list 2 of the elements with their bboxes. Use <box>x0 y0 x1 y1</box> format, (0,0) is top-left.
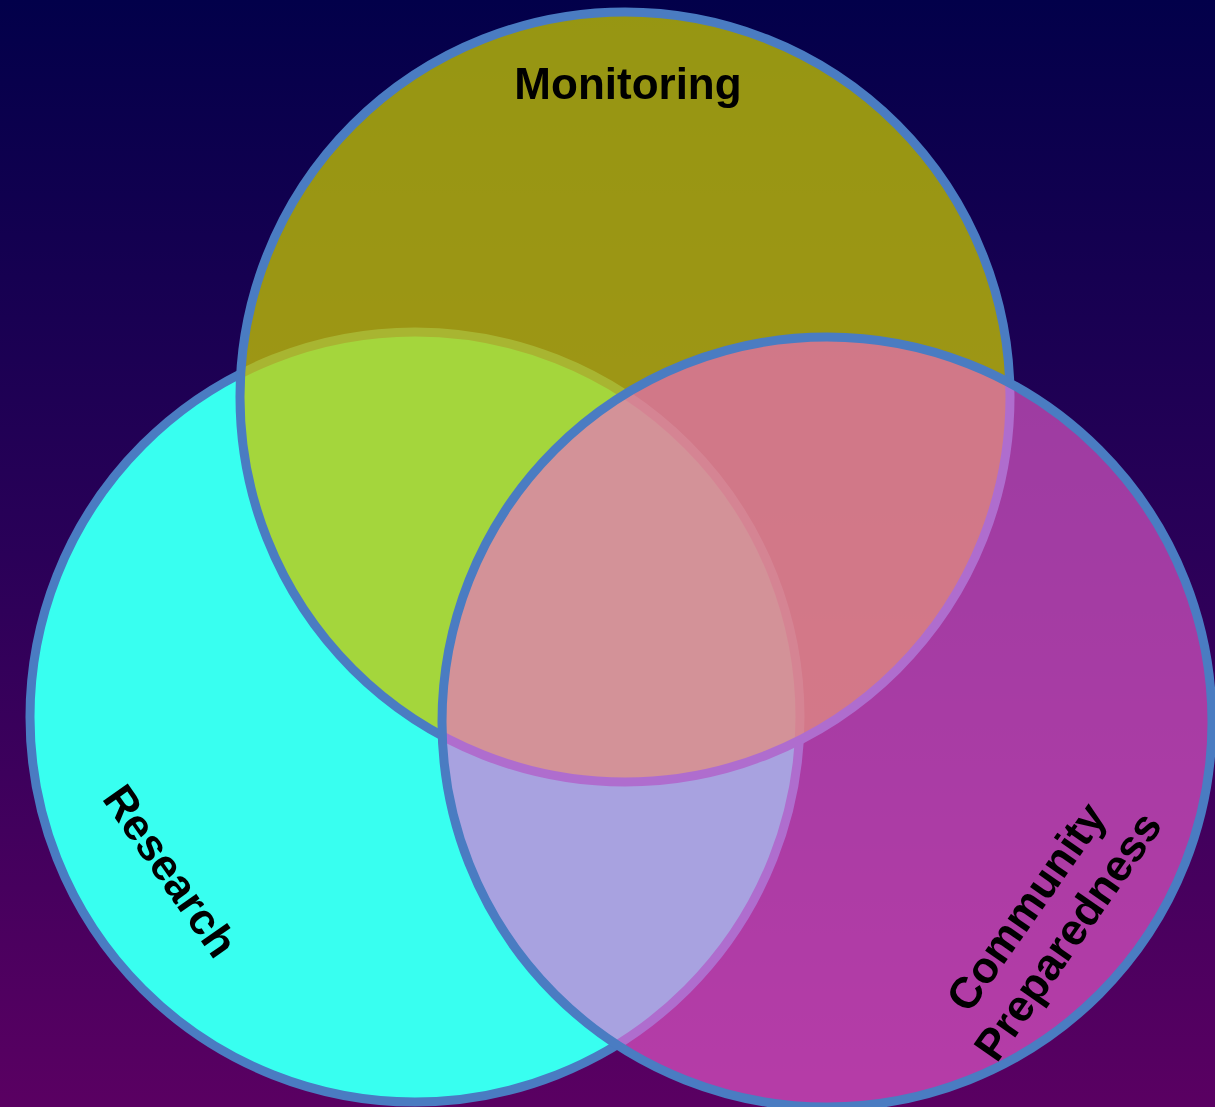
circle-label: Monitoring <box>513 59 743 110</box>
venn-circle <box>235 7 1015 787</box>
